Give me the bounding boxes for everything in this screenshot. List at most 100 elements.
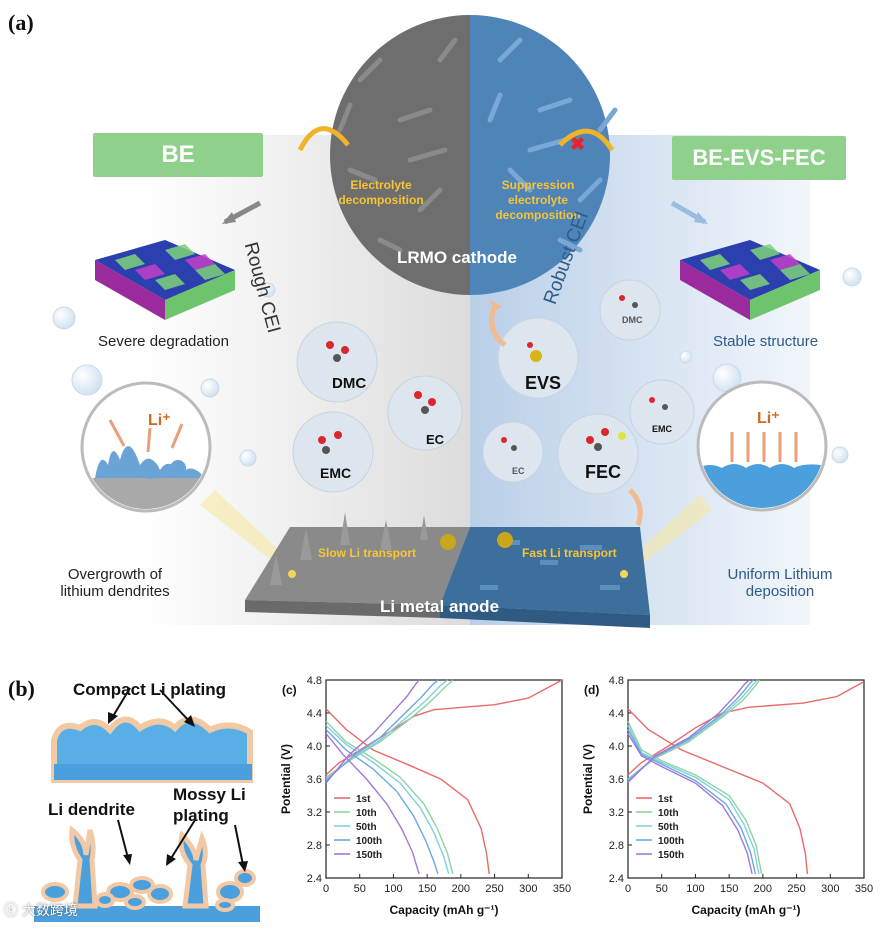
- series-10th-discharge-line: [627, 721, 763, 875]
- lrmo-cathode-label: LRMO cathode: [397, 248, 517, 267]
- x-tick-label: 300: [519, 883, 537, 895]
- series-10th-discharge-line: [325, 720, 454, 875]
- series-10th-charge-line: [627, 679, 761, 780]
- legend-label: 50th: [658, 822, 679, 833]
- dmc-right-label: DMC: [622, 315, 643, 325]
- y-tick-label: 4.4: [609, 708, 624, 720]
- watermark: ⓒ 大数跨境: [4, 900, 78, 920]
- x-tick-label: 300: [821, 883, 839, 895]
- series-1st-discharge-line: [325, 708, 490, 874]
- x-tick-label: 100: [384, 883, 402, 895]
- x-tick-label: 100: [686, 883, 704, 895]
- series-100th-discharge-line: [627, 729, 757, 875]
- evs-label: EVS: [525, 373, 562, 393]
- y-tick-label: 4.0: [609, 741, 624, 753]
- fec-label: FEC: [585, 462, 621, 482]
- li-plus-right: Li⁺: [757, 410, 780, 427]
- y-tick-label: 3.2: [609, 807, 624, 819]
- y-tick-label: 4.0: [307, 741, 322, 753]
- series-10th-charge-line: [325, 679, 454, 778]
- y-axis-label: Potential (V): [581, 744, 595, 814]
- y-tick-label: 4.4: [307, 708, 322, 720]
- decorative-bubbles: [52, 267, 862, 467]
- x-tick-label: 150: [418, 883, 436, 895]
- y-tick-label: 2.4: [307, 873, 322, 885]
- plot-frame: [325, 679, 563, 879]
- dmc-left-label: DMC: [332, 375, 367, 392]
- legend-label: 10th: [658, 808, 679, 819]
- panel-b-illustration: [34, 687, 260, 922]
- suppression-arrow-icon: [558, 128, 615, 152]
- panel-b-label: (b): [8, 676, 35, 701]
- block-cross-icon: ✖: [570, 134, 585, 154]
- plot-frame: [627, 679, 865, 879]
- legend-label: 1st: [658, 794, 673, 805]
- series-150th-discharge-line: [627, 733, 753, 875]
- y-tick-label: 2.8: [609, 840, 624, 852]
- x-tick-label: 0: [625, 883, 631, 895]
- legend-label: 150th: [658, 850, 684, 861]
- compact-plating-illustration: [51, 716, 253, 783]
- severe-degradation-text: Severe degradation: [98, 333, 229, 350]
- ec-right-label: EC: [512, 466, 525, 476]
- decomposition-arrow-icon: [297, 126, 350, 152]
- fec-arrow-icon: [628, 488, 643, 526]
- lattice-right-icon: [680, 240, 820, 320]
- x-tick-label: 250: [787, 883, 805, 895]
- legend-label: 1st: [356, 794, 371, 805]
- legend-label: 150th: [356, 850, 382, 861]
- y-tick-label: 3.2: [307, 807, 322, 819]
- series-50th-charge-line: [325, 679, 448, 780]
- watermark-text: 大数跨境: [21, 902, 78, 918]
- watermark-logo-icon: ⓒ: [4, 902, 18, 918]
- panel-a-illustration: ✖: [52, 15, 862, 628]
- x-axis-label: Capacity (mAh g⁻¹): [389, 903, 498, 917]
- be-label-box: BE: [93, 133, 263, 177]
- mossy-li-plating-label: Mossy Li plating: [173, 785, 246, 825]
- uniform-text: Uniform Lithium deposition: [727, 566, 833, 600]
- electrolyte-decomposition-text: Electrolyte decomposition: [338, 178, 424, 207]
- slow-li-transport-text: Slow Li transport: [318, 546, 417, 560]
- legend-label: 100th: [658, 836, 684, 847]
- li-dendrite-label: Li dendrite: [48, 800, 135, 819]
- ec-left-label: EC: [426, 432, 445, 447]
- x-tick-label: 350: [553, 883, 571, 895]
- legend-label: 10th: [356, 808, 377, 819]
- series-150th-charge-line: [325, 679, 420, 784]
- y-tick-label: 3.6: [609, 774, 624, 786]
- x-tick-label: 200: [754, 883, 772, 895]
- li-plus-left: Li⁺: [148, 412, 171, 429]
- x-tick-label: 250: [485, 883, 503, 895]
- legend-label: 100th: [356, 836, 382, 847]
- series-150th-discharge-line: [325, 733, 420, 875]
- chart-panel-label: (d): [584, 683, 599, 697]
- overgrowth-text: Overgrowth of lithium dendrites: [60, 566, 170, 600]
- series-50th-discharge-line: [627, 725, 760, 875]
- x-tick-label: 200: [452, 883, 470, 895]
- y-tick-label: 4.8: [609, 675, 624, 687]
- li-metal-anode-label: Li metal anode: [380, 597, 500, 616]
- series-150th-charge-line: [627, 679, 750, 783]
- series-1st-discharge-line: [627, 708, 809, 874]
- x-tick-label: 350: [855, 883, 873, 895]
- y-tick-label: 4.8: [307, 675, 322, 687]
- molecule-atoms-icon: [318, 295, 668, 454]
- x-tick-label: 50: [354, 883, 366, 895]
- compact-li-plating-label: Compact Li plating: [73, 680, 226, 699]
- series-100th-charge-line: [325, 679, 439, 782]
- panel-a-label: (a): [8, 10, 34, 35]
- x-tick-label: 50: [656, 883, 668, 895]
- lrmo-cathode-sphere: [330, 15, 618, 295]
- lattice-left-icon: [95, 240, 235, 320]
- suppression-text: Suppression electrolyte decomposition: [495, 178, 581, 222]
- stable-structure-text: Stable structure: [713, 333, 819, 350]
- be-evs-fec-label-box: BE-EVS-FEC: [672, 136, 846, 180]
- x-axis-label: Capacity (mAh g⁻¹): [691, 903, 800, 917]
- series-50th-discharge-line: [325, 724, 450, 875]
- x-tick-label: 150: [720, 883, 738, 895]
- y-tick-label: 2.4: [609, 873, 624, 885]
- fast-li-transport-text: Fast Li transport: [522, 546, 617, 560]
- chart-d: (d) 0 50 100 150 200 250 300 350 2.4 2.8 3.2 3.6 4.0 4…: [581, 675, 873, 917]
- y-tick-label: 3.6: [307, 774, 322, 786]
